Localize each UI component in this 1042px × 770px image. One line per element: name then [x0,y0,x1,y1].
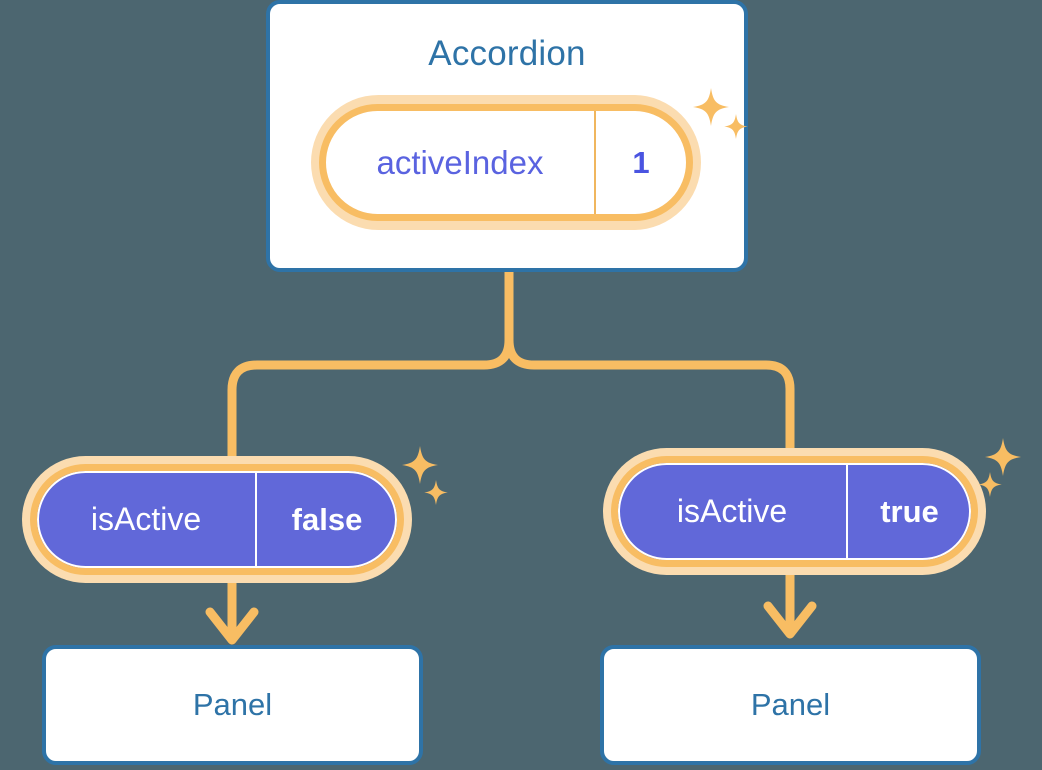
sparkle-large-icon [978,438,1021,497]
state-key-label: activeIndex [376,143,544,181]
state-chip-body: isActive true [611,456,978,567]
arrow-head-right-icon [763,601,817,639]
state-value-label: true [846,463,971,560]
accordion-title: Accordion [428,34,586,73]
state-chip-active-index[interactable]: activeIndex 1 [311,95,701,230]
state-key-label: isActive [90,501,202,537]
panel-label: Panel [192,687,273,722]
panel-label: Panel [750,687,831,722]
state-chip-body: isActive false [30,464,404,575]
state-chip-is-active-true[interactable]: isActive true [603,448,986,575]
connector-root-split [504,267,795,457]
arrow-head-left-icon [205,607,259,645]
panel-card-left[interactable]: Panel [42,645,423,765]
state-chip-body: activeIndex 1 [319,104,693,221]
panel-card-right[interactable]: Panel [600,645,981,765]
sparkle-large-icon [693,88,748,139]
state-value-label: 1 [594,111,686,214]
sparkle-large-icon [402,446,448,505]
connector-root-split-left [227,335,514,465]
state-key-label: isActive [676,493,788,529]
state-value-label: false [255,471,397,568]
state-chip-is-active-false[interactable]: isActive false [22,456,412,583]
